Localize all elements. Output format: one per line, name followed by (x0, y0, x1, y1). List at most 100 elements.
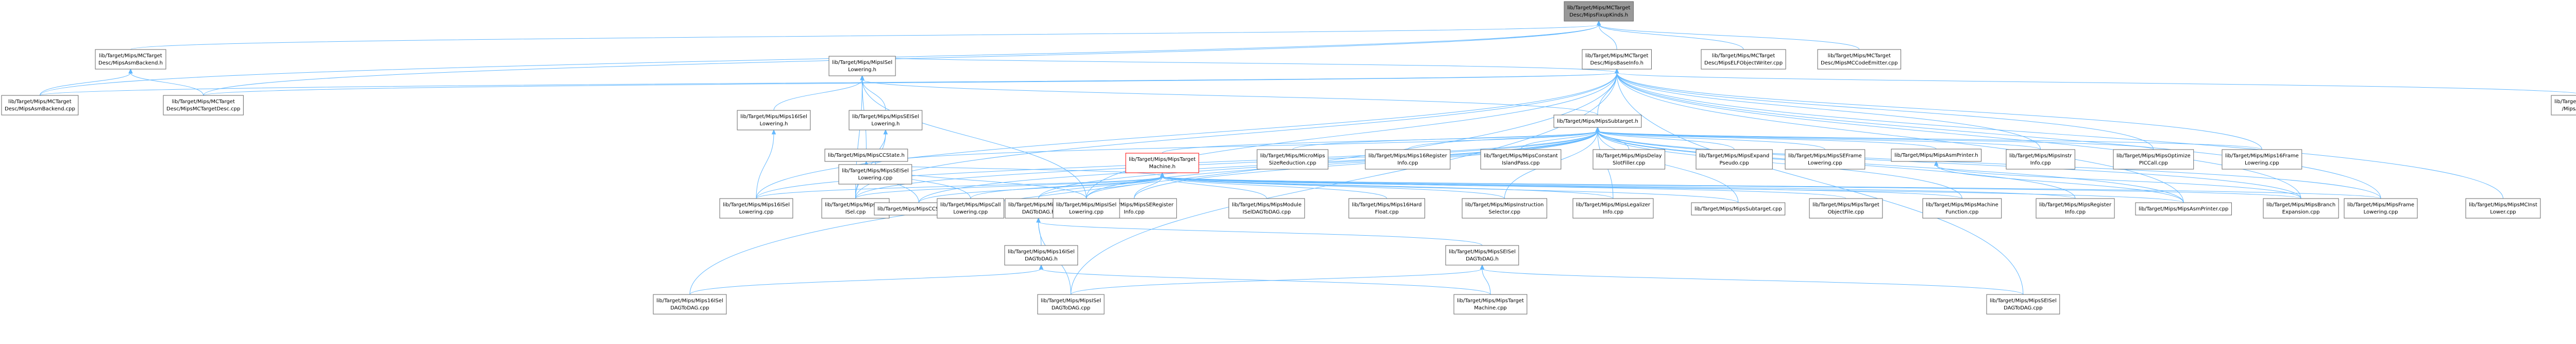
graph-node-label: Desc/MipsMCCodeEmitter.cpp (1821, 60, 1898, 66)
graph-node-n2[interactable]: lib/Target/Mips/MCTargetDesc/MipsBaseInf… (1582, 49, 1652, 70)
graph-node-n15[interactable]: lib/Target/Mips/MicroMipsSizeReduction.c… (1257, 149, 1329, 170)
graph-node-box (653, 294, 727, 315)
graph-node-n29[interactable]: lib/Target/Mips/MipsInstructionSelector.… (1462, 198, 1547, 219)
graph-node-n5[interactable]: lib/Target/Mips/MCTargetDesc/MipsAsmBack… (1, 95, 79, 116)
graph-node-box (1582, 49, 1652, 70)
graph-node-label: lib/Target/Mips/MipsInstruction (1465, 202, 1544, 208)
graph-node-box (1053, 198, 1120, 219)
graph-edge (1616, 72, 2381, 199)
graph-node-label: Lowering.h (848, 67, 876, 73)
graph-node-box (1696, 149, 1773, 170)
graph-node-label: Desc/MipsAsmBackend.h (98, 60, 163, 66)
graph-node-box (1453, 294, 1528, 315)
graph-node-label: Function.cpp (1945, 209, 1978, 215)
graph-node-n21[interactable]: lib/Target/Mips/MipsAsmPrinter.h (1891, 149, 1982, 162)
graph-edge (1616, 72, 2041, 150)
graph-node-n3[interactable]: lib/Target/Mips/MCTargetDesc/MipsELFObje… (1701, 49, 1786, 70)
graph-node-box (1365, 149, 1451, 170)
graph-node-label: Lowering.cpp (1808, 160, 1842, 166)
graph-node-n27[interactable]: lib/Target/Mips/MipsModuleISelDAGToDAG.c… (1228, 198, 1305, 219)
graph-node-box (1691, 202, 1786, 216)
graph-node-label: lib/Target/Mips/MipsSEISel (852, 114, 919, 120)
graph-node-n6[interactable]: lib/Target/Mips/MCTargetDesc/MipsMCTarge… (163, 95, 244, 116)
graph-node-box (937, 198, 1005, 219)
graph-node-label: lib/Target/Mips/MCTarget (1585, 53, 1649, 59)
graph-node-label: Info.cpp (1397, 160, 1418, 166)
graph-node-label: Lowering.cpp (2245, 160, 2279, 166)
graph-node-label: lib/Target/Mips/MipsMCInst (2469, 202, 2537, 208)
graph-edge (1162, 176, 1387, 199)
graph-edge (862, 79, 1087, 199)
graph-node-n11[interactable]: lib/Target/Mips/MipsSubtarget.h (1553, 114, 1642, 128)
graph-edge-arrowhead (1036, 217, 1041, 223)
graph-edge (875, 130, 1598, 165)
graph-node-label: lib/Target/Mips/MipsAsmPrinter.cpp (2139, 206, 2228, 212)
graph-edge (862, 56, 1617, 73)
graph-edge (855, 130, 1598, 199)
graph-edge (1936, 165, 2184, 203)
graph-node-n17[interactable]: lib/Target/Mips/MipsConstantIslandPass.c… (1480, 149, 1562, 170)
graph-node-n35[interactable]: lib/Target/Mips/MipsAsmPrinter.cpp (2135, 202, 2232, 216)
graph-node-label: lib/Target/Mips/Mips16Frame (2225, 153, 2299, 159)
graph-node-label: lib/Target/Mips/MipsSEISel (842, 168, 909, 174)
graph-edge (689, 268, 1042, 295)
graph-node-n0[interactable]: lib/Target/Mips/MCTargetDesc/MipsFixupKi… (1564, 1, 1634, 22)
graph-node-box (163, 95, 244, 116)
graph-node-label: Pseudo.cpp (1720, 160, 1749, 166)
graph-node-label: Desc/MipsELFObjectWriter.cpp (1704, 60, 1783, 66)
graph-edge (1616, 72, 2301, 199)
graph-node-n13[interactable]: lib/Target/Mips/MipsCCState.h (824, 149, 908, 162)
graph-node-label: /MipsAsmParser.cpp (2562, 106, 2576, 112)
graph-node-box (1817, 49, 1902, 70)
graph-edge (918, 176, 1163, 203)
graph-node-n31[interactable]: lib/Target/Mips/MipsSubtarget.cpp (1691, 202, 1786, 216)
graph-node-n8[interactable]: lib/Target/Mips/AsmParser/MipsAsmParser.… (2551, 95, 2576, 116)
graph-node-box (1891, 149, 1982, 162)
graph-node-label: lib/Target/Mips/MipsModule (1232, 202, 1301, 208)
graph-node-label: lib/Target/Mips/MipsFrame (2347, 202, 2414, 208)
graph-node-box (2135, 202, 2232, 216)
graph-node-n4[interactable]: lib/Target/Mips/MCTargetDesc/MipsMCCodeE… (1817, 49, 1902, 70)
graph-node-label: Lowering.h (871, 121, 900, 127)
graph-edge (756, 176, 1163, 199)
graph-node-label: Float.cpp (1375, 209, 1399, 215)
graph-node-label: Desc/MipsAsmBackend.cpp (5, 106, 75, 112)
graph-edge-arrowhead (860, 75, 865, 80)
graph-edge (1597, 130, 1962, 199)
graph-node-n1[interactable]: lib/Target/Mips/MCTargetDesc/MipsAsmBack… (95, 49, 166, 70)
graph-edge (203, 72, 1617, 96)
graph-node-label: Expansion.cpp (2282, 209, 2320, 215)
graph-node-label: Lowering.cpp (858, 175, 892, 181)
graph-node-box (1, 95, 79, 116)
